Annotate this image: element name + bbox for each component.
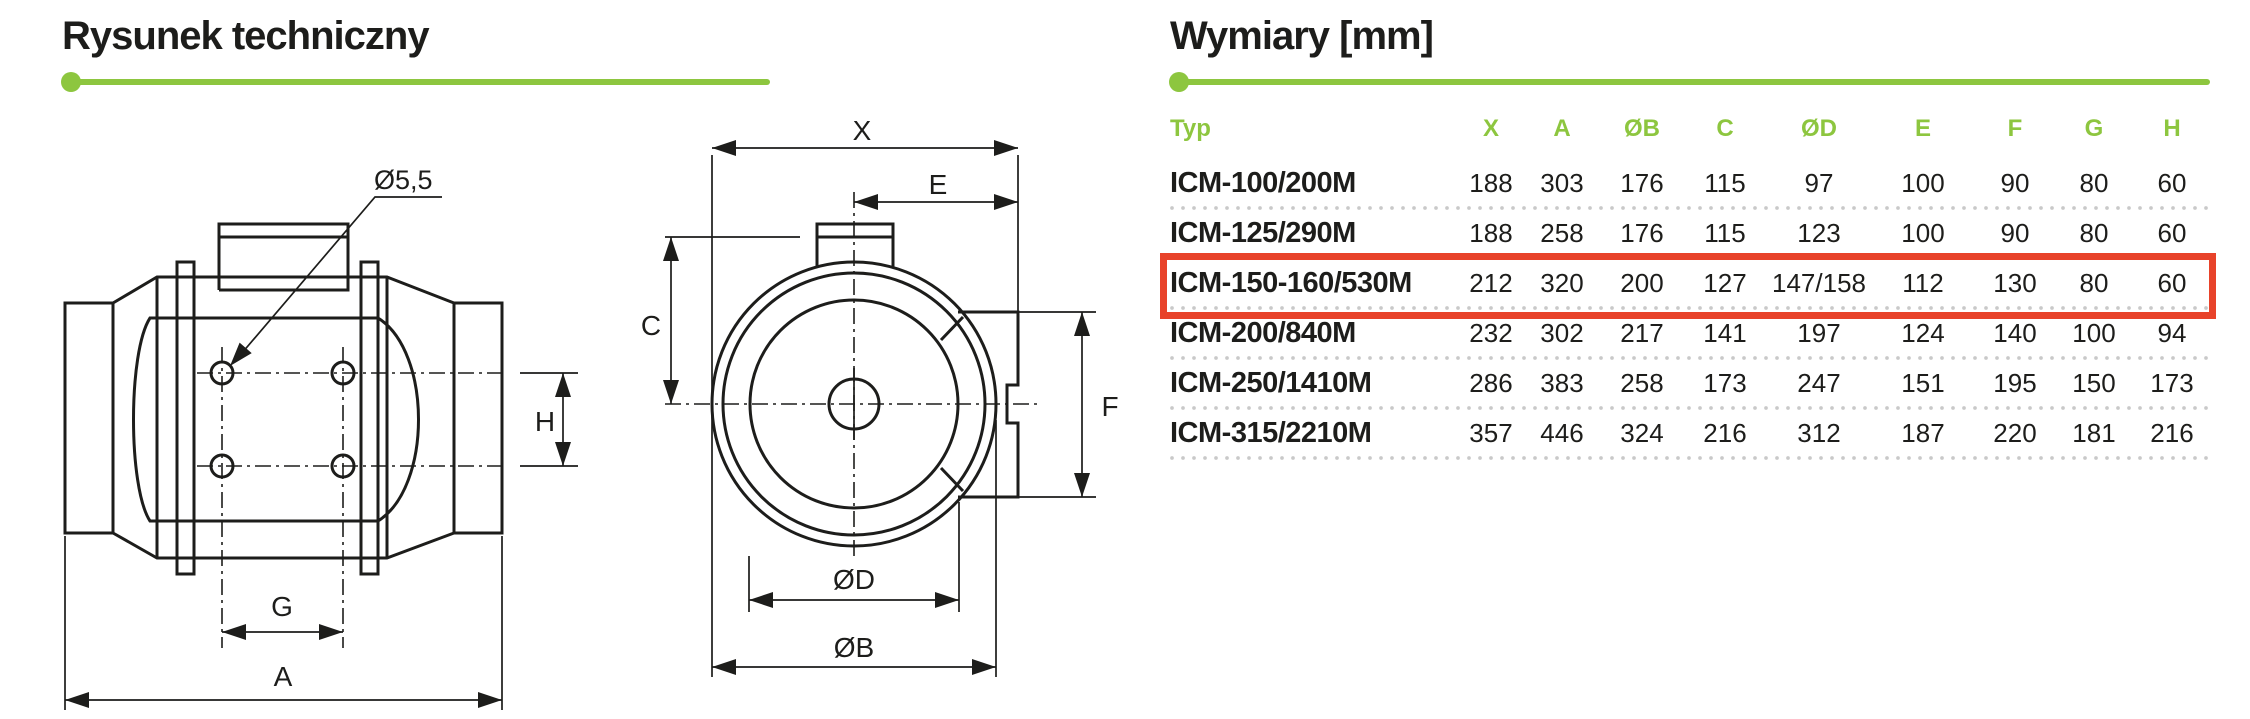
dim-label-f: F [1101,391,1118,422]
cell-value: 80 [2079,267,2109,298]
cell-value: 150 [2072,367,2116,398]
cell-value: 97 [1804,167,1834,198]
cell-value: 286 [1469,367,1513,398]
column-header-h: H [2163,115,2181,142]
dim-label-ob: ØB [834,632,874,663]
cell-value: 324 [1620,417,1664,448]
column-header-ob: ØB [1624,115,1660,142]
dim-label-g: G [271,591,293,622]
cell-value: 147/158 [1772,267,1866,298]
side-view-dimensions: Ø5,5 H G A [64,165,578,710]
cell-value: 176 [1620,217,1664,248]
row-type: ICM-200/840M [1170,316,1356,349]
cell-value: 100 [2072,317,2116,348]
cell-value: 80 [2079,167,2109,198]
dimensions-section-rule [1169,72,2210,92]
row-type: ICM-100/200M [1170,166,1356,199]
table-header-row: Typ X A ØB C ØD E F G H [1170,100,2210,158]
cell-value: 212 [1469,267,1513,298]
dimensions-section-title: Wymiary [mm] [1170,14,1434,58]
cell-value: 357 [1469,417,1513,448]
cell-value: 124 [1901,317,1945,348]
cell-value: 181 [2072,417,2116,448]
cell-value: 258 [1620,367,1664,398]
cell-value: 100 [1901,167,1945,198]
cell-value: 140 [1993,317,2037,348]
cell-value: 320 [1540,267,1584,298]
side-view [63,222,505,648]
cell-value: 130 [1993,267,2037,298]
cell-value: 195 [1993,367,2037,398]
drawing-section-rule [61,72,770,92]
cell-value: 60 [2157,217,2187,248]
cell-value: 258 [1540,217,1584,248]
cell-value: 141 [1703,317,1747,348]
cell-value: 80 [2079,217,2109,248]
column-header-e: E [1914,115,1931,142]
cell-value: 188 [1469,167,1513,198]
cell-value: 60 [2157,167,2187,198]
dim-label-e: E [929,169,948,200]
column-header-od: ØD [1801,115,1837,142]
cell-value: 303 [1540,167,1584,198]
column-header-c: C [1716,115,1734,142]
table-row: ICM-250/1410M 286 383 258 173 247 151 19… [1170,358,2210,410]
cell-value: 383 [1540,367,1584,398]
cell-value: 94 [2157,317,2187,348]
column-header-x: X [1482,115,1499,142]
row-type: ICM-150-160/530M [1170,266,1412,299]
cell-value: 115 [1704,167,1746,198]
cell-value: 115 [1704,217,1746,248]
cell-value: 176 [1620,167,1664,198]
table-row-highlighted: ICM-150-160/530M 212 320 200 127 147/158… [1170,258,2210,310]
cell-value: 90 [2000,217,2030,248]
cell-value: 446 [1540,417,1584,448]
cell-value: 197 [1797,317,1841,348]
front-view-dimensions: X E C F ØD ØB [641,115,1119,677]
cell-value: 188 [1469,217,1513,248]
row-type: ICM-315/2210M [1170,416,1372,449]
cell-value: 187 [1901,417,1945,448]
column-header-a: A [1553,115,1571,142]
cell-value: 90 [2000,167,2030,198]
row-type: ICM-125/290M [1170,216,1356,249]
cell-value: 312 [1797,417,1841,448]
column-header-typ: Typ [1170,115,1211,142]
technical-drawing: Ø5,5 H G A X [63,115,1119,710]
table-row: ICM-315/2210M 357 446 324 216 312 187 22… [1170,408,2210,460]
cell-value: 220 [1993,417,2037,448]
dim-label-a: A [274,661,293,692]
dimensions-table: Typ X A ØB C ØD E F G H ICM-100/200M 188… [1160,100,2216,460]
cell-value: 127 [1703,267,1747,298]
front-view [665,192,1040,560]
dim-label-h: H [535,406,555,437]
dim-label-hole-diameter: Ø5,5 [374,165,433,195]
cell-value: 173 [2150,367,2194,398]
dim-label-c: C [641,310,661,341]
column-header-f: F [2007,115,2023,142]
cell-value: 173 [1703,367,1747,398]
table-row: ICM-125/290M 188 258 176 115 123 100 90 … [1170,208,2210,260]
cell-value: 247 [1797,367,1841,398]
cell-value: 112 [1902,267,1944,298]
column-header-g: G [2084,115,2104,142]
cell-value: 216 [2150,417,2194,448]
rule-dot [1169,72,1189,92]
cell-value: 302 [1540,317,1584,348]
row-type: ICM-250/1410M [1170,366,1372,399]
cell-value: 232 [1469,317,1513,348]
cell-value: 216 [1703,417,1747,448]
cell-value: 151 [1901,367,1945,398]
cell-value: 60 [2157,267,2187,298]
cell-value: 123 [1797,217,1841,248]
cell-value: 100 [1901,217,1945,248]
rule-dot [61,72,81,92]
cell-value: 200 [1620,267,1664,298]
dim-label-x: X [853,115,872,146]
table-row: ICM-100/200M 188 303 176 115 97 100 90 8… [1170,158,2210,210]
cell-value: 217 [1620,317,1664,348]
drawing-section-title: Rysunek techniczny [62,14,430,58]
table-row: ICM-200/840M 232 302 217 141 197 124 140… [1170,308,2210,360]
dim-label-od: ØD [833,564,875,595]
